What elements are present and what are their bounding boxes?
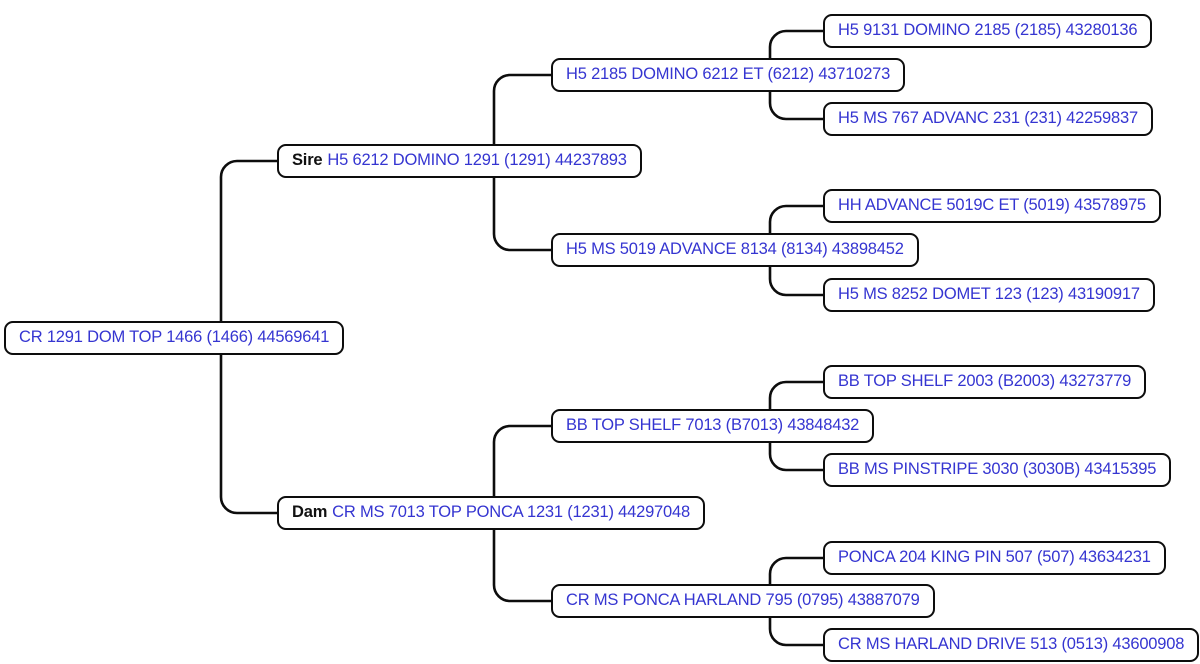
- pedigree-node-sire-dam[interactable]: H5 MS 5019 ADVANCE 8134 (8134) 43898452: [551, 233, 919, 267]
- animal-link[interactable]: H5 MS 767 ADVANC 231 (231) 42259837: [838, 109, 1138, 127]
- animal-link[interactable]: H5 6212 DOMINO 1291 (1291) 44237893: [327, 151, 627, 169]
- animal-link[interactable]: CR MS PONCA HARLAND 795 (0795) 43887079: [566, 591, 920, 609]
- pedigree-node-subject[interactable]: CR 1291 DOM TOP 1466 (1466) 44569641: [4, 321, 345, 355]
- animal-link[interactable]: CR 1291 DOM TOP 1466 (1466) 44569641: [19, 328, 330, 346]
- animal-link[interactable]: CR MS HARLAND DRIVE 513 (0513) 43600908: [838, 635, 1185, 653]
- relation-label-dam: Dam: [292, 503, 328, 521]
- relation-label-sire: Sire: [292, 151, 323, 169]
- animal-link[interactable]: H5 MS 8252 DOMET 123 (123) 43190917: [838, 285, 1140, 303]
- animal-link[interactable]: CR MS 7013 TOP PONCA 1231 (1231) 4429704…: [332, 503, 690, 521]
- pedigree-node-dam-dam[interactable]: CR MS PONCA HARLAND 795 (0795) 43887079: [551, 584, 935, 618]
- pedigree-node-sire-dam-sire[interactable]: HH ADVANCE 5019C ET (5019) 43578975: [823, 189, 1161, 223]
- animal-link[interactable]: H5 MS 5019 ADVANCE 8134 (8134) 43898452: [566, 240, 904, 258]
- animal-link[interactable]: BB TOP SHELF 2003 (B2003) 43273779: [838, 372, 1132, 390]
- animal-link[interactable]: BB MS PINSTRIPE 3030 (3030B) 43415395: [838, 460, 1157, 478]
- pedigree-node-dam-dam-sire[interactable]: PONCA 204 KING PIN 507 (507) 43634231: [823, 541, 1166, 575]
- pedigree-node-dam-sire-sire[interactable]: BB TOP SHELF 2003 (B2003) 43273779: [823, 365, 1147, 399]
- pedigree-node-sire-sire[interactable]: H5 2185 DOMINO 6212 ET (6212) 43710273: [551, 58, 906, 92]
- animal-link[interactable]: PONCA 204 KING PIN 507 (507) 43634231: [838, 548, 1151, 566]
- pedigree-node-sire-sire-sire[interactable]: H5 9131 DOMINO 2185 (2185) 43280136: [823, 14, 1153, 48]
- pedigree-node-dam-sire-dam[interactable]: BB MS PINSTRIPE 3030 (3030B) 43415395: [823, 453, 1172, 487]
- animal-link[interactable]: H5 2185 DOMINO 6212 ET (6212) 43710273: [566, 65, 891, 83]
- pedigree-node-sire-sire-dam[interactable]: H5 MS 767 ADVANC 231 (231) 42259837: [823, 102, 1153, 136]
- pedigree-node-dam-dam-dam[interactable]: CR MS HARLAND DRIVE 513 (0513) 43600908: [823, 628, 1200, 662]
- animal-link[interactable]: H5 9131 DOMINO 2185 (2185) 43280136: [838, 21, 1138, 39]
- pedigree-node-sire-dam-dam[interactable]: H5 MS 8252 DOMET 123 (123) 43190917: [823, 278, 1155, 312]
- pedigree-node-dam-sire[interactable]: BB TOP SHELF 7013 (B7013) 43848432: [551, 409, 875, 443]
- animal-link[interactable]: BB TOP SHELF 7013 (B7013) 43848432: [566, 416, 860, 434]
- animal-link[interactable]: HH ADVANCE 5019C ET (5019) 43578975: [838, 196, 1146, 214]
